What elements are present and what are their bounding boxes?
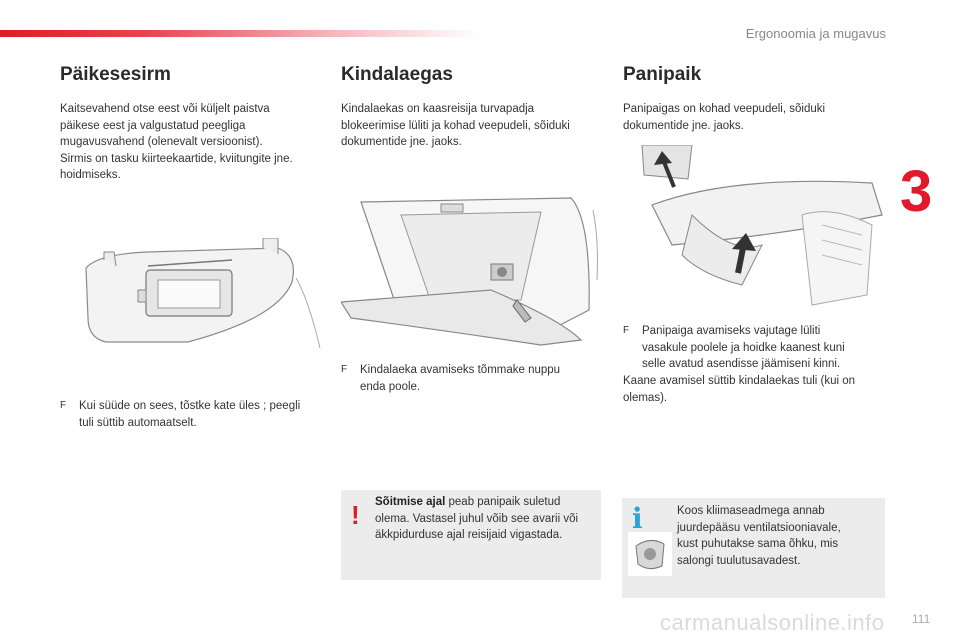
storage-note: Kaane avamisel süttib kindalaekas tuli (…	[623, 375, 856, 404]
sun-visor-illustration	[85, 238, 321, 349]
bullet-icon: F	[60, 400, 67, 411]
glovebox-bullet: F Kindalaeka avamiseks tõmmake nuppu end…	[341, 364, 561, 393]
bullet-icon: F	[623, 325, 630, 336]
chapter-title: Ergonoomia ja mugavus	[745, 26, 886, 41]
chapter-number: 3	[900, 159, 933, 224]
warning-box: ! Sõitmise ajal peab panipaik suletud ol…	[341, 490, 601, 580]
info-icon: i	[632, 502, 643, 535]
glovebox-illustration	[341, 197, 598, 346]
sun-visor-intro: Kaitsevahend otse eest või küljelt paist…	[60, 103, 293, 181]
storage-title: Panipaik	[623, 64, 702, 85]
page-number: 111	[912, 612, 931, 626]
storage-illustration	[622, 145, 885, 320]
warning-text: Sõitmise ajal peab panipaik suletud olem…	[375, 496, 579, 541]
glovebox-title: Kindalaegas	[341, 64, 453, 85]
header-accent-bar	[0, 30, 480, 37]
vent-icon	[628, 532, 672, 576]
storage-intro: Panipaigas on kohad veepudeli, sõiduki d…	[623, 103, 826, 132]
sun-visor-bullet: F Kui süüde on sees, tõstke kate üles ; …	[60, 400, 301, 429]
info-text: Koos kliimaseadmega annab juurdepääsu ve…	[677, 505, 841, 567]
watermark: carmanualsonline.info	[660, 610, 885, 635]
storage-bullet: F Panipaiga avamiseks vajutage lüliti va…	[623, 325, 845, 370]
warning-icon: !	[351, 500, 360, 530]
info-box: i Koos kliimaseadmega annab juurdepääsu …	[622, 498, 885, 598]
bullet-icon: F	[341, 364, 348, 375]
sun-visor-title: Päikesesirm	[60, 64, 171, 85]
glovebox-intro: Kindalaekas on kaasreisija turvapadja bl…	[341, 103, 570, 148]
